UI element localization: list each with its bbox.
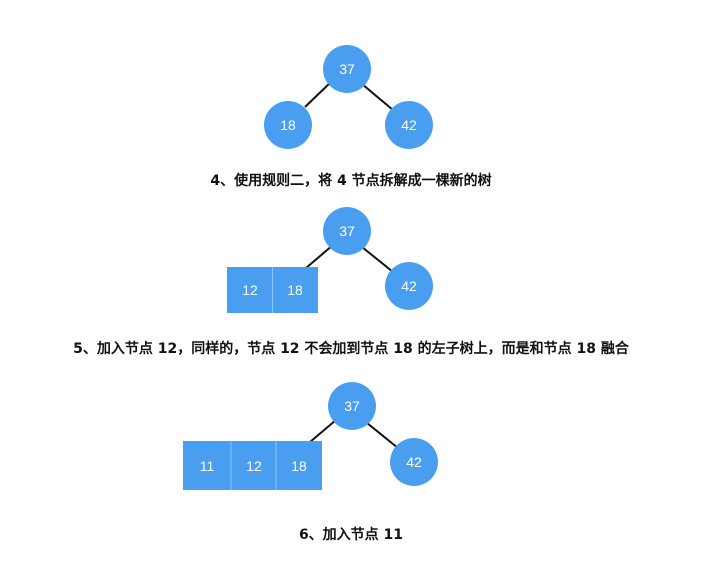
tree-node-right	[385, 262, 433, 310]
tree-node-root	[323, 45, 371, 93]
edge-root-left	[304, 80, 333, 108]
tree-node-root-label: 37	[339, 223, 355, 239]
step-caption: 4、使用规则二，将 4 节点拆解成一棵新的树	[210, 173, 492, 189]
step-caption: 6、加入节点 11	[298, 527, 404, 543]
tree-node-root-label: 37	[339, 61, 355, 77]
step-caption: 5、加入节点 12，同样的，节点 12 不会加到节点 18 的左子树上，而是和节…	[73, 341, 629, 357]
tree-step-6: 11 12 18 37 42	[183, 382, 438, 490]
edge-root-right	[361, 246, 394, 273]
tree-node-left-label: 18	[280, 117, 296, 133]
tree-node-root	[323, 207, 371, 255]
tree-node-key-label: 12	[242, 282, 258, 298]
tree-node-key-label: 12	[246, 458, 262, 474]
tree-step-4: 37 18 42	[264, 45, 433, 149]
tree-node-right-label: 42	[406, 454, 422, 470]
tree-node-right	[385, 101, 433, 149]
tree-step-5: 12 18 37 42	[227, 207, 433, 313]
tree-node-right-label: 42	[401, 278, 417, 294]
edge-root-right	[366, 422, 399, 449]
edge-root-left	[309, 419, 337, 443]
tree-node-right-label: 42	[401, 117, 417, 133]
tree-node-left	[264, 101, 312, 149]
tree-node-root	[328, 382, 376, 430]
tree-node-key-label: 18	[287, 282, 303, 298]
edge-root-right	[361, 83, 394, 111]
tree-node-root-label: 37	[344, 398, 360, 414]
tree-node-right	[390, 438, 438, 486]
edge-root-left	[305, 244, 334, 269]
tree-node-left-block	[183, 441, 322, 490]
tree-node-key-label: 11	[200, 458, 215, 474]
tree-node-key-label: 18	[291, 458, 307, 474]
